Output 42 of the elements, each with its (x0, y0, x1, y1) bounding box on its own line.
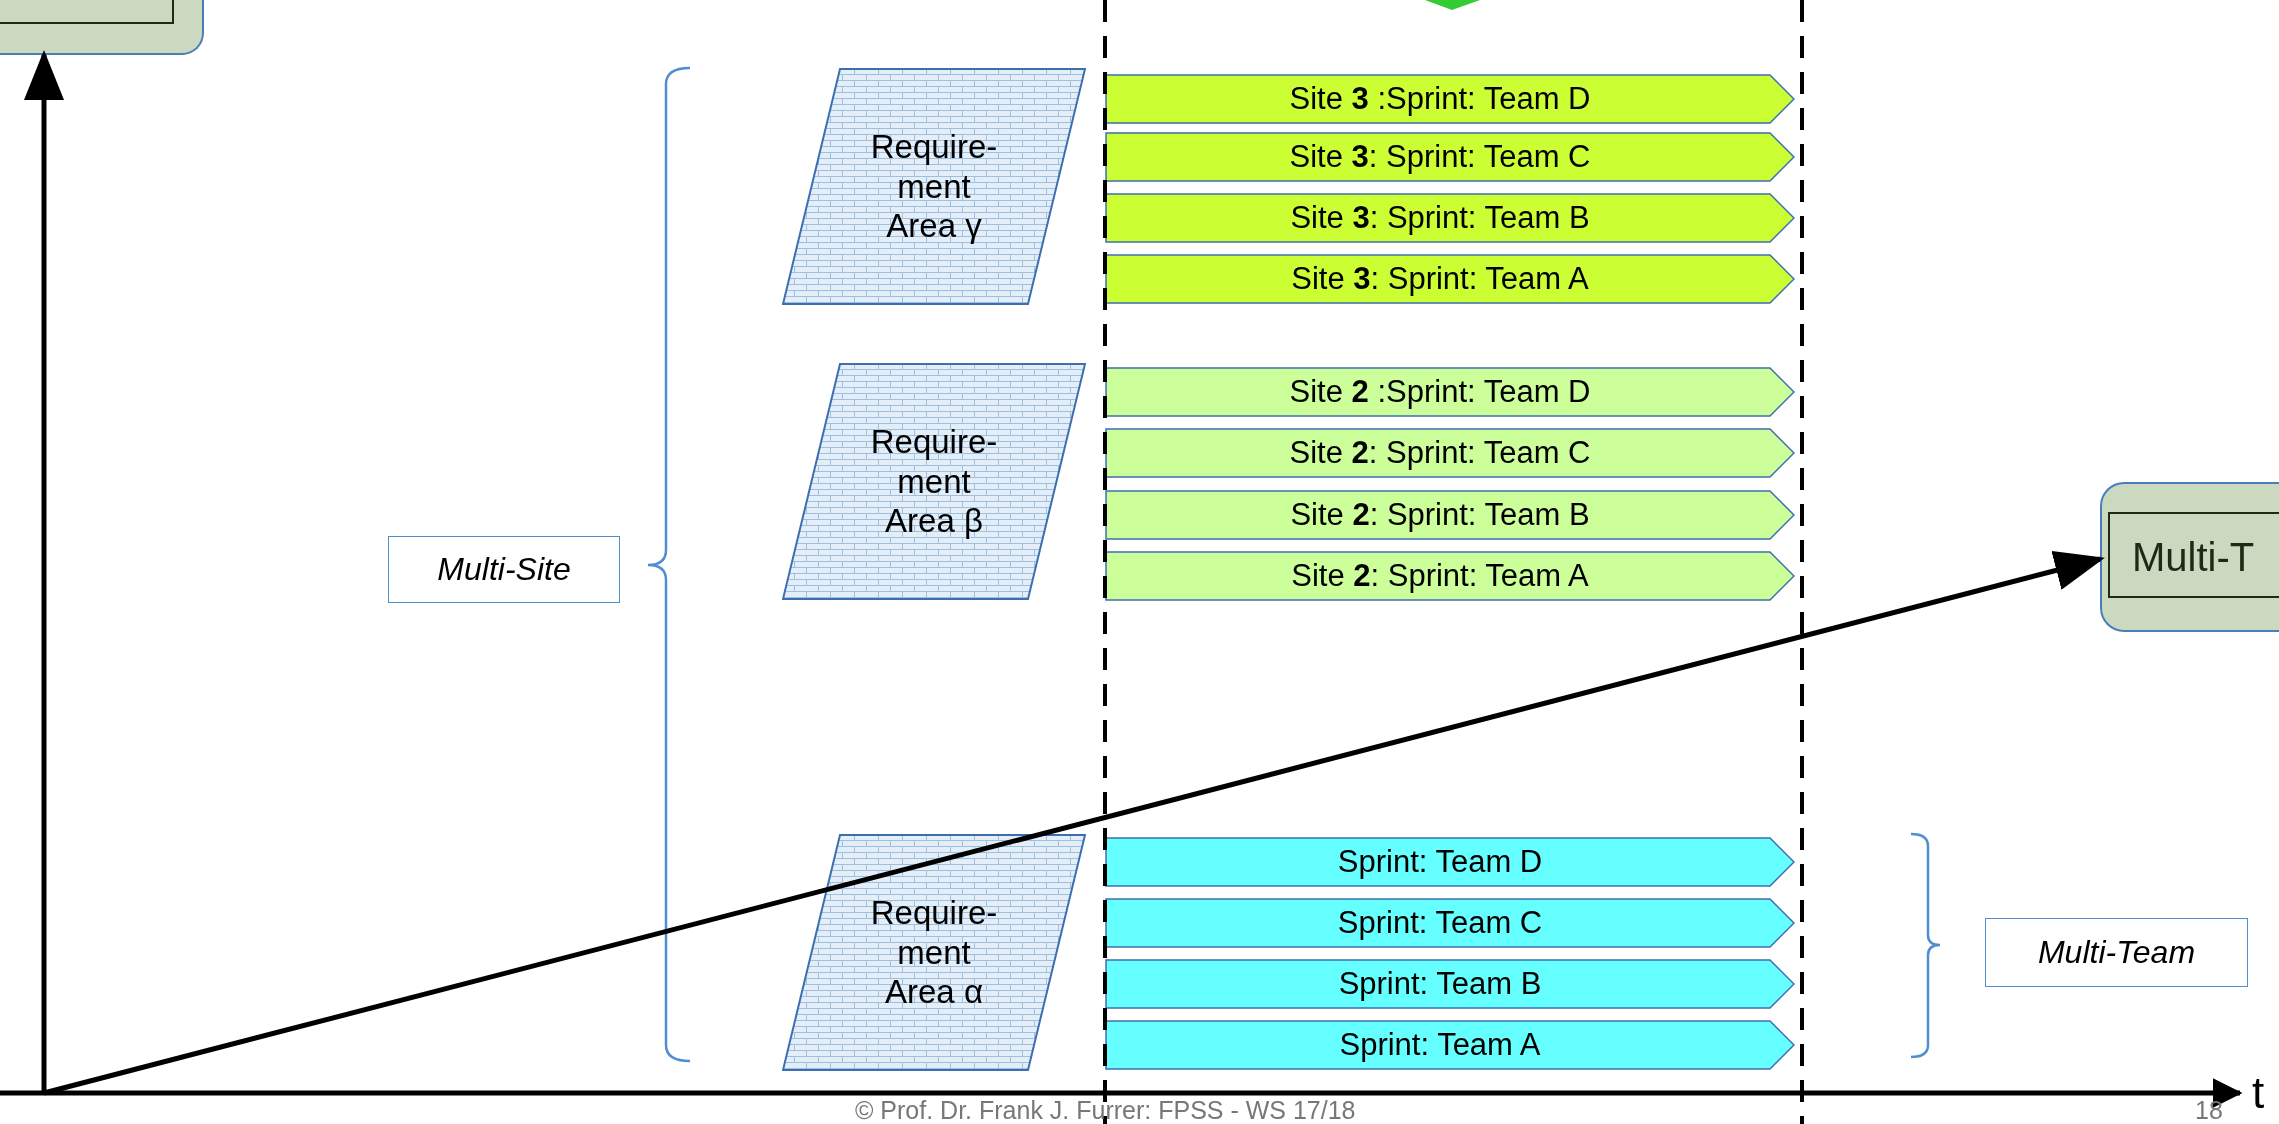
sprint-label: Site 3: Sprint: Team A (1291, 260, 1589, 298)
pentagon-bar (1105, 367, 1795, 417)
sprint-label: Site 3 :Sprint: Team D (1289, 80, 1591, 118)
pentagon-bar (1105, 490, 1795, 540)
sprint-label: Site 3: Sprint: Team B (1290, 199, 1590, 237)
label-box (388, 536, 620, 603)
parallelogram (782, 363, 1086, 600)
sprint-label: Site 2: Sprint: Team C (1289, 434, 1591, 472)
pentagon-bar (1105, 193, 1795, 243)
box-label-text: Multi-Site (437, 550, 571, 589)
area-label: Require- ment Area γ (869, 127, 999, 246)
pentagon-bar (1105, 1020, 1795, 1070)
rounded-box (0, 0, 204, 55)
pentagon-bar (1105, 837, 1795, 887)
arrow (43, 550, 2105, 1096)
pentagon-bar (1105, 959, 1795, 1009)
pentagon-bar (1105, 132, 1795, 182)
sprint-label: Sprint: Team D (1337, 843, 1543, 881)
pentagon-bar (1105, 551, 1795, 601)
sprint-label: Site 3: Sprint: Team C (1289, 138, 1591, 176)
arrow (24, 50, 64, 1093)
rounded-box (2100, 482, 2279, 632)
area-label: Require- ment Area β (869, 422, 999, 541)
pentagon-bar (1105, 254, 1795, 304)
sprint-label: Sprint: Team C (1337, 904, 1543, 942)
label-box (1985, 918, 2248, 987)
footer-text: © Prof. Dr. Frank J. Furrer: FPSS - WS 17/18 (855, 1096, 1356, 1124)
parallelogram (782, 68, 1086, 305)
sprint-label: Sprint: Team B (1338, 965, 1542, 1003)
pentagon-bar (1105, 898, 1795, 948)
pentagon-bar (1105, 74, 1795, 124)
sprint-label: Site 2: Sprint: Team A (1291, 557, 1589, 595)
page-number: 18 (2195, 1096, 2223, 1124)
sprint-label: Sprint: Team A (1339, 1026, 1541, 1064)
sprint-label: Site 2 :Sprint: Team D (1289, 373, 1591, 411)
box-label-text: Multi-Team (2037, 933, 2196, 972)
axis-label: t (2252, 1068, 2265, 1118)
box-label-text: Multi-T (2132, 534, 2255, 581)
pentagon-bar (1105, 428, 1795, 478)
sprint-label: Site 2: Sprint: Team B (1290, 496, 1590, 534)
parallelogram (782, 834, 1086, 1071)
area-label: Require- ment Area α (869, 893, 999, 1012)
